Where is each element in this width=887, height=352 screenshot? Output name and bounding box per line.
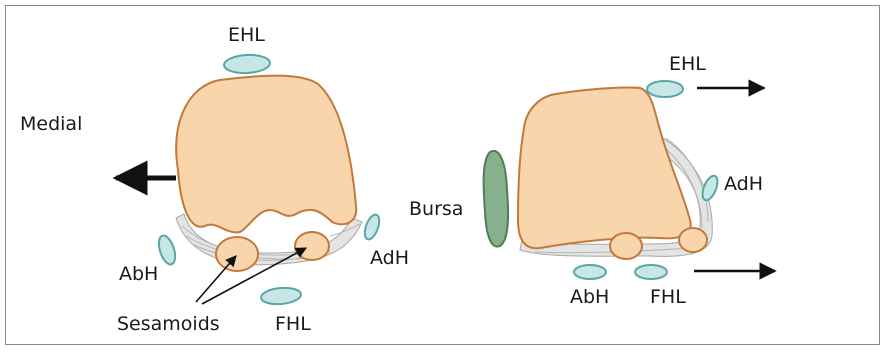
right-abh-label: AbH — [570, 286, 609, 308]
left-lateral-sesamoid — [295, 232, 329, 260]
left-abh-tendon — [156, 234, 179, 267]
bursa-label: Bursa — [409, 198, 463, 220]
right-ehl-label: EHL — [669, 53, 706, 75]
left-adh-tendon — [362, 213, 382, 242]
right-diagram: EHL AdH Bursa AbH FHL — [409, 53, 775, 308]
medial-label: Medial — [20, 113, 82, 135]
right-lateral-sesamoid — [679, 228, 707, 252]
left-diagram: EHL Medial AbH AdH Sesamoids FHL — [20, 24, 409, 335]
right-abh-tendon — [574, 265, 606, 279]
left-fhl-label: FHL — [275, 313, 311, 335]
right-medial-sesamoid — [610, 233, 642, 259]
right-ehl-tendon — [647, 81, 683, 97]
right-fhl-tendon — [635, 265, 667, 279]
sesamoids-label: Sesamoids — [117, 313, 220, 335]
left-metatarsal-head — [176, 76, 356, 233]
left-medial-sesamoid — [216, 237, 258, 271]
left-ehl-label: EHL — [228, 24, 265, 46]
sesamoid-pointer-1 — [196, 256, 236, 302]
right-adh-label: AdH — [724, 173, 763, 195]
right-adh-tendon — [700, 174, 721, 203]
left-ehl-tendon — [224, 54, 271, 74]
bursa — [484, 151, 508, 247]
right-fhl-label: FHL — [650, 286, 686, 308]
left-fhl-tendon — [260, 286, 301, 305]
right-metatarsal-head — [518, 87, 691, 248]
left-adh-label: AdH — [370, 247, 409, 269]
left-abh-label: AbH — [119, 263, 158, 285]
